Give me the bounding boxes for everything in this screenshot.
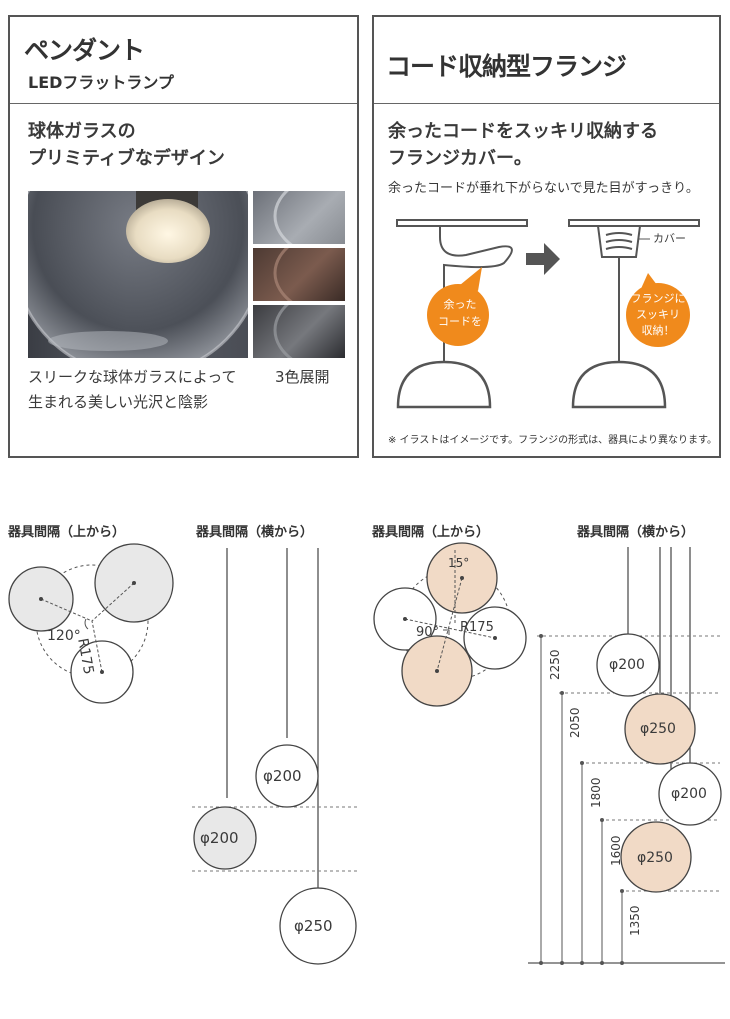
coiled-cord-icon — [605, 232, 633, 250]
ceiling-right — [568, 219, 700, 227]
speech-bubble-left — [427, 284, 489, 346]
product-title: ペンダント — [24, 36, 145, 65]
flange-cover — [597, 225, 641, 258]
color-swatch-gray — [253, 305, 345, 358]
size-label: φ200 — [671, 786, 707, 802]
angle-label: 90° — [416, 625, 440, 640]
height-label: 1350 — [628, 905, 642, 936]
size-label: φ250 — [637, 850, 673, 866]
size-label: φ250 — [294, 917, 333, 935]
flange-heading-line1: 余ったコードをスッキリ収納する — [388, 121, 658, 142]
height-label: 1800 — [589, 777, 603, 808]
top-view-diagram-4 — [373, 542, 527, 707]
color-swatch-amber — [253, 248, 345, 301]
diagram4-title: 器具間隔（横から） — [577, 525, 695, 540]
speech-bubble-right — [626, 283, 690, 347]
arrow-icon — [526, 243, 560, 275]
angle-label: 120° — [47, 628, 81, 644]
shade-left — [396, 360, 492, 409]
panel-header: ペンダント LEDフラットランプ — [10, 17, 357, 104]
height-label: 2250 — [548, 649, 562, 680]
feature-heading-line1: 球体ガラスの — [28, 121, 136, 142]
shade-right — [571, 360, 667, 409]
bubble-right-line2: スッキリ — [636, 308, 680, 321]
ceiling-left — [396, 219, 528, 227]
glass-globe-photo — [28, 191, 248, 358]
flange-title: コード収納型フランジ — [386, 52, 627, 81]
cord-left — [439, 226, 513, 347]
top-view-diagram-3 — [8, 543, 174, 704]
flange-subtext: 余ったコードが垂れ下がらないで見た目がすっきり。 — [388, 181, 699, 196]
pendant-feature-panel: ペンダント LEDフラットランプ 球体ガラスの プリミティブなデザイン — [8, 15, 359, 458]
flange-feature-panel: コード収納型フランジ 余ったコードをスッキリ収納する フランジカバー。 余ったコ… — [372, 15, 721, 458]
size-label: φ250 — [640, 721, 676, 737]
size-label: φ200 — [263, 767, 302, 785]
flange-illustration — [396, 219, 700, 409]
cover-label: カバー — [653, 232, 686, 245]
size-label: φ200 — [200, 829, 239, 847]
photo-caption-line2: 生まれる美しい光沢と陰影 — [28, 393, 209, 411]
size-label: φ200 — [609, 657, 645, 673]
color-swatch-smoke — [253, 191, 345, 244]
diagram3-title: 器具間隔（上から） — [372, 525, 490, 540]
height-label: 1600 — [609, 835, 623, 866]
diagram1-title: 器具間隔（上から） — [8, 525, 126, 540]
product-subtitle: LEDフラットランプ — [28, 73, 174, 92]
panel-header: コード収納型フランジ — [374, 17, 719, 104]
radius-label: R175 — [460, 620, 494, 635]
flange-heading-line2: フランジカバー。 — [388, 148, 532, 169]
diagram2-title: 器具間隔（横から） — [196, 525, 314, 540]
illustration-note: ※ イラストはイメージです。フランジの形式は、器具により異なります。 — [388, 435, 717, 446]
angle-label: 15° — [448, 556, 470, 570]
bubble-left-line1: 余った — [443, 298, 477, 311]
side-view-diagram-4 — [528, 547, 725, 965]
side-view-diagram-3 — [192, 548, 360, 965]
bubble-left-line2: コードを — [438, 315, 482, 328]
height-label: 2050 — [568, 707, 582, 738]
bubble-right-line3: 収納！ — [641, 324, 675, 337]
photo-caption-line1: スリークな球体ガラスによって — [28, 368, 237, 386]
feature-heading-line2: プリミティブなデザイン — [28, 148, 225, 169]
colors-caption: 3色展開 — [275, 368, 330, 386]
bubble-right-line1: フランジに — [630, 292, 686, 305]
